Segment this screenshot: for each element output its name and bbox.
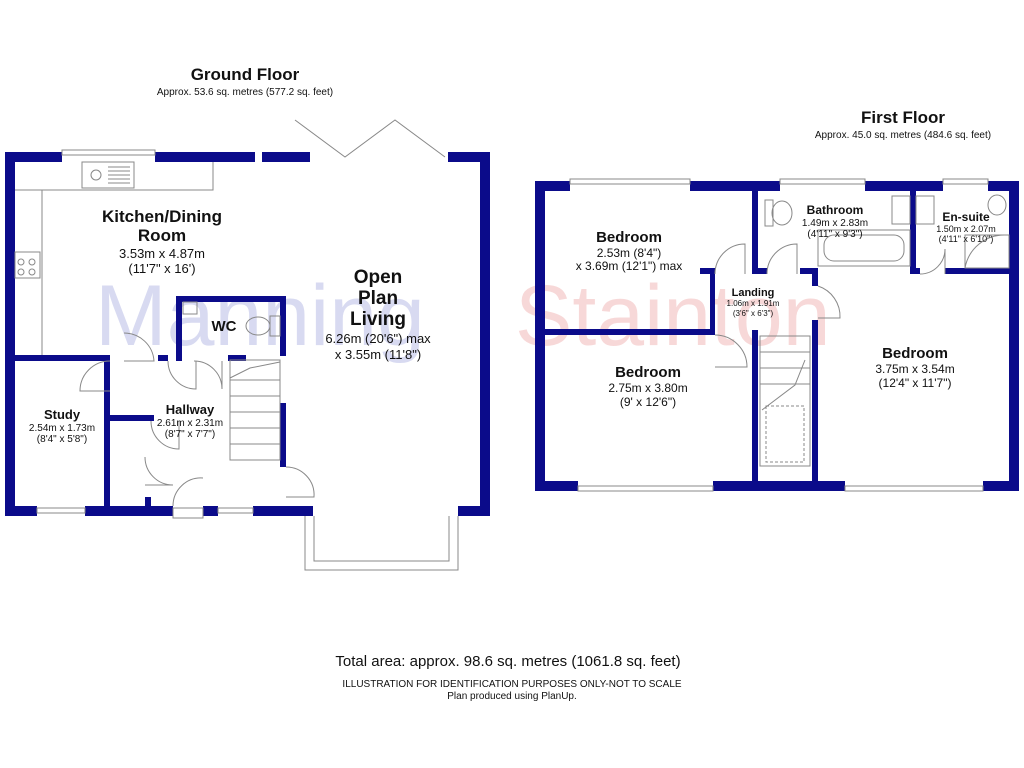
ground-floor-fittings xyxy=(14,119,459,571)
ground-floor-title: Ground Floor xyxy=(191,65,300,84)
first-floor-fittings xyxy=(569,178,1010,492)
bathroom-dimensions-metric: 1.49m x 2.83m xyxy=(802,218,868,229)
kitchen-name-line1: Kitchen/Dining xyxy=(102,207,222,226)
bedroom-right-dim2: (12'4" x 11'7") xyxy=(879,376,952,390)
living-name-line2: Plan xyxy=(358,288,398,309)
disclaimer: ILLUSTRATION FOR IDENTIFICATION PURPOSES… xyxy=(342,679,681,690)
first-floor-labels: First Floor Approx. 45.0 sq. metres (484… xyxy=(576,108,996,409)
landing-dimensions-imperial: (3'6" x 6'3") xyxy=(733,309,774,318)
bedroom-top-left-dim2: x 3.69m (12'1") max xyxy=(576,259,683,273)
bedroom-bottom-left-dim2: (9' x 12'6") xyxy=(620,395,676,409)
watermark: Manning Stainton xyxy=(95,268,831,364)
bathroom-dimensions-imperial: (4'11" x 9'3") xyxy=(807,229,862,240)
total-area: Total area: approx. 98.6 sq. metres (106… xyxy=(335,653,680,670)
kitchen-name-line2: Room xyxy=(138,226,186,245)
first-floor-title: First Floor xyxy=(861,108,945,127)
living-dimensions-line1: 6.26m (20'6") max xyxy=(325,331,431,346)
watermark-text-stainton: Stainton xyxy=(515,268,831,364)
first-floor-plan xyxy=(535,181,1019,491)
study-dimensions-metric: 2.54m x 1.73m xyxy=(29,423,95,434)
kitchen-dimensions-metric: 3.53m x 4.87m xyxy=(119,246,205,261)
hallway-dimensions-metric: 2.61m x 2.31m xyxy=(157,418,223,429)
ground-floor-area: Approx. 53.6 sq. metres (577.2 sq. feet) xyxy=(157,87,333,98)
living-name-line1: Open xyxy=(354,267,403,288)
kitchen-dimensions-imperial: (11'7" x 16') xyxy=(128,261,195,276)
ground-floor-plan xyxy=(5,152,490,516)
ground-floor-labels: Ground Floor Approx. 53.6 sq. metres (57… xyxy=(29,65,431,445)
hallway-name: Hallway xyxy=(166,402,215,417)
planup-credit: Plan produced using PlanUp. xyxy=(447,691,577,702)
bathroom-name: Bathroom xyxy=(807,203,864,217)
bedroom-right-dim1: 3.75m x 3.54m xyxy=(875,362,954,376)
bedroom-bottom-left-name: Bedroom xyxy=(615,364,681,381)
bedroom-right-name: Bedroom xyxy=(882,345,948,362)
study-name: Study xyxy=(44,407,81,422)
hallway-dimensions-imperial: (8'7" x 7'7") xyxy=(165,429,215,440)
ensuite-dimensions-metric: 1.50m x 2.07m xyxy=(936,224,996,234)
bedroom-top-left-name: Bedroom xyxy=(596,229,662,246)
ensuite-name: En-suite xyxy=(942,210,990,224)
first-floor-area: Approx. 45.0 sq. metres (484.6 sq. feet) xyxy=(815,130,991,141)
landing-name: Landing xyxy=(732,287,775,299)
landing-dimensions-metric: 1.06m x 1.91m xyxy=(727,299,780,308)
wc-name: WC xyxy=(212,318,237,335)
footer: Total area: approx. 98.6 sq. metres (106… xyxy=(335,653,681,702)
ensuite-dimensions-imperial: (4'11" x 6'10") xyxy=(939,234,994,244)
living-dimensions-line2: x 3.55m (11'8") xyxy=(335,347,421,362)
bedroom-top-left-dim1: 2.53m (8'4") xyxy=(597,246,662,260)
bedroom-bottom-left-dim1: 2.75m x 3.80m xyxy=(608,381,687,395)
study-dimensions-imperial: (8'4" x 5'8") xyxy=(37,434,87,445)
living-name-line3: Living xyxy=(350,309,406,330)
